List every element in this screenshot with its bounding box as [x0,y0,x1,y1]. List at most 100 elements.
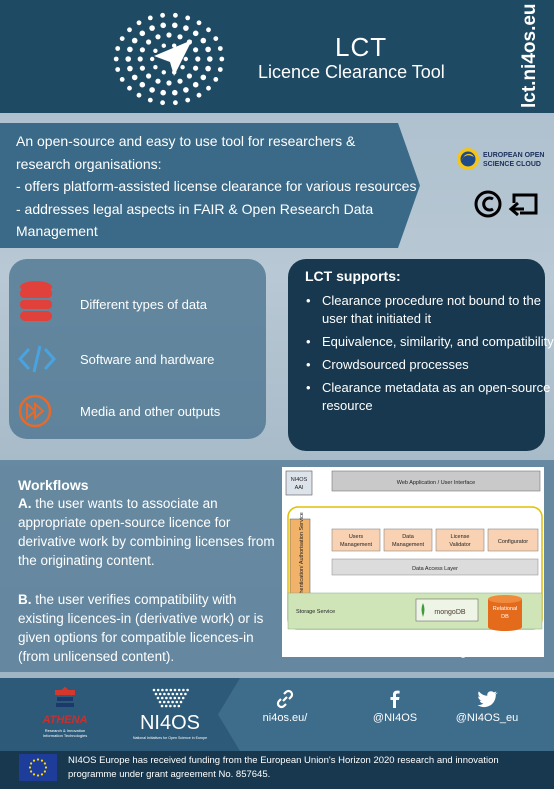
workflow-b-text: the user verifies compatibility with exi… [18,592,264,664]
logo-dot [127,85,132,91]
logo-dot [196,92,202,98]
ni4os-dot [182,688,185,692]
eu-star [43,762,46,765]
logo-dot [149,25,155,31]
logo-dot [200,37,207,44]
social-website[interactable]: ni4os.eu/ [250,689,320,724]
supports-card [288,259,545,451]
ni4os-dot [164,704,168,708]
module-license [435,528,485,552]
twitter-icon [477,691,498,708]
social-website-label: ni4os.eu/ [262,712,308,724]
logo-dot [217,67,223,72]
logo-dot [200,74,207,81]
web-app-box [331,470,541,492]
resource-type-software: Software and hardware [80,352,215,367]
ni4os-dot [156,696,160,700]
eu-flag-icon [19,754,57,781]
logo-dot [193,65,199,71]
ni4os-dot [160,704,164,708]
logo-dot [139,81,146,88]
logo-dot [139,30,146,37]
ni4os-dot [167,700,170,704]
mongo-box [415,598,479,622]
aai-line2: AAI [295,485,304,491]
logo-dot [207,56,213,62]
resource-type-data: Different types of data [80,297,207,312]
logo-dot [180,65,185,70]
ni4os-dot [158,692,162,696]
logo-dot [131,37,138,44]
ni4os-dot [158,700,162,704]
eu-star [43,770,46,773]
logo-dot [137,56,143,62]
intro-line: An open-source and easy to use tool for … [16,133,356,149]
logo-dot [155,34,161,40]
logo-dot [127,65,133,72]
web-app-label: Web Application / User Interface [397,480,475,486]
ni4os-dot [173,688,177,692]
auth-label: Authentication/ Authorisation Service [299,512,305,602]
logo-dot [147,15,153,21]
logo-dot [195,56,201,62]
app-title: LCT [335,32,388,62]
ni4os-dot [161,688,164,692]
mongo-label: mongoDB [434,609,465,616]
intro-line: - offers platform-assisted license clear… [16,178,417,194]
ni4os-dot [167,692,170,696]
logo-dot [127,46,133,53]
funding-line1: NI4OS Europe has received funding from t… [68,755,499,766]
intro-line: Management [16,223,98,239]
social-twitter[interactable]: @NI4OS_eu [452,689,522,724]
logo-dot [219,56,225,62]
aai-box [285,470,313,496]
side-url[interactable]: lct.ni4os.eu [513,3,547,108]
eu-star [32,759,36,762]
lct-logo [113,12,225,106]
data-access-label: Data Access Layer [412,566,458,572]
social-facebook[interactable]: @NI4OS [360,689,430,724]
header [0,0,554,113]
logo-dot [153,48,158,53]
logo-dot [139,65,145,71]
module-users-line1: Users [349,534,364,540]
logo-dot [150,56,155,62]
ni4os-dot [181,696,185,700]
ni4os-dot [160,696,164,700]
relational-line1: Relational [493,606,517,612]
mongo-leaf-icon [421,603,425,617]
eu-star [30,762,33,765]
logo-dot [160,12,165,18]
workflow-a-text: the user wants to associate an appropria… [18,496,275,568]
module-config-line1: Configurator [498,539,528,545]
logo-dot [161,43,166,48]
ni4os-logo: NI4OS National Initiatives for Open Scie… [133,688,207,740]
logo-dot [177,78,183,84]
relational-line2: DB [501,614,509,620]
logo-dot [205,65,211,72]
ni4os-dot [165,688,168,692]
ni4os-dots-icon [152,688,189,708]
ni4os-dot [184,692,187,696]
module-config [487,528,539,552]
ni4os-dot [162,700,166,704]
logo-dot [125,56,131,62]
aai-line1: NI4OS [291,477,308,483]
ni4os-dot [169,704,172,708]
ni4os-dot [152,688,156,692]
athena-logo: ATHENA Research & Innovation Information… [41,686,88,738]
ni4os-dot [179,692,183,696]
supports-list: Clearance procedure not bound to the use… [290,292,554,420]
eu-star [32,773,36,776]
logo-dot [131,74,138,81]
ni4os-sub: National Initiatives for Open Science in… [133,736,207,740]
ni4os-dot [156,688,160,692]
funding-text: NI4OS Europe has received funding from t… [68,754,548,782]
logo-dot [146,39,152,45]
eu-star [36,774,40,777]
logo-dot [213,77,219,82]
copyright-icon [474,190,502,218]
logo-dot [213,36,219,41]
intro-text: An open-source and easy to use tool for … [16,130,436,243]
logo-dot [186,73,192,79]
